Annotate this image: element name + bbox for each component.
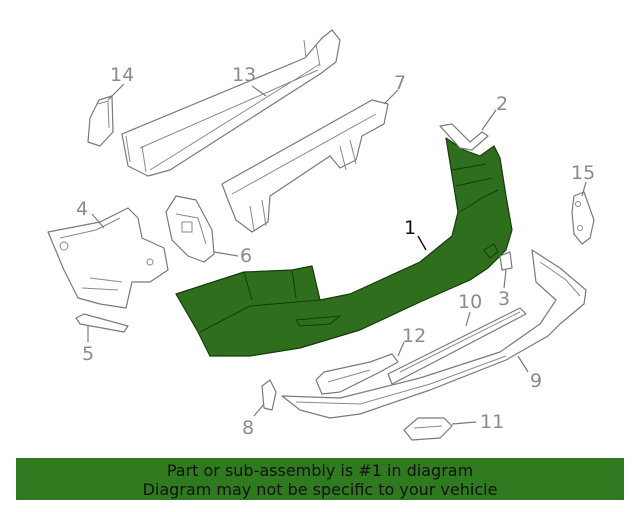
fitment-note-line-1: Part or sub-assembly is #1 in diagram xyxy=(166,461,474,480)
leader-7 xyxy=(383,89,399,105)
callout-6: 6 xyxy=(240,245,252,267)
leader-11 xyxy=(451,421,477,425)
part-14-bracket-pad xyxy=(87,95,114,147)
callout-7: 7 xyxy=(394,72,406,94)
leader-2 xyxy=(481,109,497,131)
callout-3: 3 xyxy=(498,288,510,310)
callout-4: 4 xyxy=(76,198,88,220)
fitment-note-line-2: Diagram may not be specific to your vehi… xyxy=(142,480,498,499)
part-9-diffuser xyxy=(281,249,587,419)
callout-5: 5 xyxy=(82,343,94,365)
leader-lines xyxy=(87,83,587,425)
callout-9: 9 xyxy=(530,370,542,392)
leader-14 xyxy=(107,83,125,101)
callout-10: 10 xyxy=(458,291,482,313)
part-7-energy-absorber xyxy=(221,99,389,233)
part-1-bumper-cover xyxy=(175,137,513,357)
callout-2: 2 xyxy=(496,93,508,115)
part-13-reinforcement-bar xyxy=(121,29,341,177)
part-3-clip xyxy=(499,251,513,271)
callout-14: 14 xyxy=(110,64,134,86)
part-6-mount-bracket xyxy=(165,195,215,263)
leader-3 xyxy=(503,269,507,289)
leader-1 xyxy=(417,235,427,251)
callout-1: 1 xyxy=(404,217,416,239)
leader-12 xyxy=(397,341,405,357)
leader-10 xyxy=(465,311,471,327)
part-5-strip xyxy=(75,313,129,333)
leader-9 xyxy=(517,355,529,373)
part-15-side-bracket xyxy=(571,191,595,245)
callout-8: 8 xyxy=(242,417,254,439)
fitment-note-banner: Part or sub-assembly is #1 in diagram Di… xyxy=(16,458,624,500)
callout-11: 11 xyxy=(480,411,504,433)
callout-12: 12 xyxy=(402,325,426,347)
leader-4 xyxy=(91,213,105,229)
part-2-trim-strip xyxy=(439,123,489,151)
callout-13: 13 xyxy=(232,64,256,86)
callout-labels: 14 13 7 2 15 4 1 6 3 10 12 5 9 8 11 xyxy=(76,64,595,439)
leader-6 xyxy=(213,251,239,257)
parts-diagram: 14 13 7 2 15 4 1 6 3 10 12 5 9 8 11 xyxy=(47,29,595,441)
part-11-bracket xyxy=(403,417,453,441)
leader-8 xyxy=(253,403,265,417)
leader-15 xyxy=(581,181,587,197)
part-10-harness xyxy=(387,307,527,385)
part-4-side-bracket xyxy=(47,207,169,309)
part-12-trim-piece xyxy=(315,353,399,395)
leader-13 xyxy=(251,85,267,97)
callout-15: 15 xyxy=(571,162,595,184)
part-8-reflector xyxy=(261,379,277,411)
